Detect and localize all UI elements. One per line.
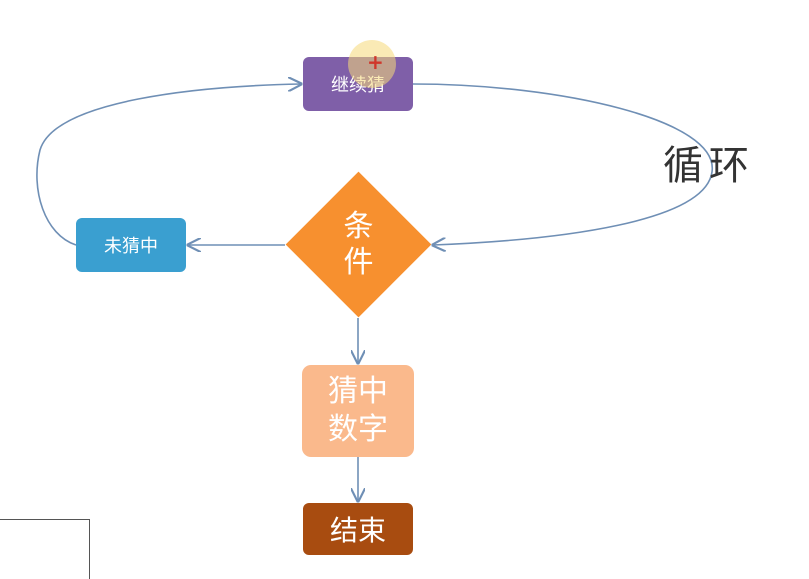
flow-connectors bbox=[36, 0, 713, 559]
condition-label-line1: 条 bbox=[343, 208, 374, 244]
hit-label-line1: 猜中 bbox=[328, 374, 388, 409]
loop-label: 循环 bbox=[663, 143, 755, 189]
end-node[interactable]: 结束 bbox=[303, 503, 413, 555]
cursor-icon: + bbox=[367, 50, 384, 74]
miss-label: 未猜中 bbox=[104, 236, 158, 257]
hit-number-node[interactable]: 猜中 数字 bbox=[302, 365, 414, 457]
cursor-highlight bbox=[348, 40, 396, 88]
condition-label-line2: 件 bbox=[343, 244, 374, 280]
miss-to-continue-connector bbox=[36, 84, 301, 246]
hit-label-line2: 数字 bbox=[328, 412, 388, 447]
end-label: 结束 bbox=[329, 514, 386, 547]
side-panel-frame bbox=[0, 519, 90, 579]
miss-node[interactable]: 未猜中 bbox=[76, 218, 186, 272]
loop-connector bbox=[412, 83, 713, 245]
condition-node[interactable]: 条 件 bbox=[295, 181, 422, 308]
